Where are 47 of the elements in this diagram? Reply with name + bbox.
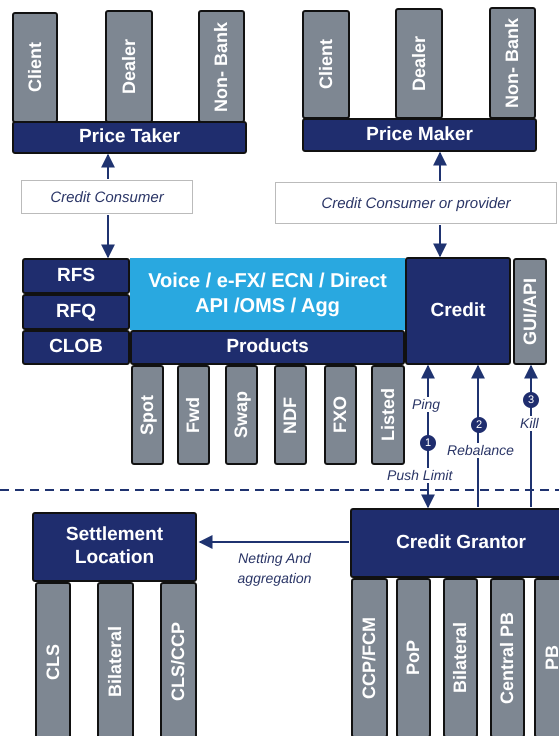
callout-number: 2	[471, 417, 487, 433]
interface-bar: GUI/API	[513, 258, 547, 365]
category-bar: Non- Bank	[198, 10, 245, 123]
line-note: Push Limit	[386, 468, 454, 484]
arrow	[433, 152, 447, 181]
product-bar: Fwd	[177, 365, 210, 465]
channel-box: Voice / e-FX/ ECN / Direct API /OMS / Agg	[130, 258, 405, 330]
venue-box: CLOB	[22, 330, 130, 365]
venue-box: RFS	[22, 258, 130, 294]
category-bar: Client	[12, 12, 58, 123]
line-note: Ping	[411, 397, 442, 412]
line-note: Rebalance	[446, 443, 515, 458]
product-bar: Swap	[225, 365, 258, 465]
grantor-box: Credit Grantor	[350, 508, 559, 578]
arrow	[524, 364, 538, 507]
grantor-bar: CCP/FCM	[351, 578, 388, 736]
product-bar: Spot	[131, 365, 164, 465]
grantor-bar: Bilateral	[443, 578, 478, 736]
category-bar: Dealer	[105, 10, 153, 123]
arrow	[421, 364, 435, 508]
grantor-bar: PB	[534, 578, 559, 736]
product-bar: NDF	[274, 365, 307, 465]
line-note: Kill	[519, 416, 540, 432]
settlement-bar: Bilateral	[97, 582, 134, 736]
grantor-bar: Central PB	[490, 578, 525, 736]
arrow	[198, 535, 349, 549]
venue-box: RFQ	[22, 294, 130, 330]
product-bar: Listed	[371, 365, 405, 465]
category-bar: Client	[302, 10, 350, 119]
category-bar: Non- Bank	[489, 7, 536, 119]
credit-box: Credit	[405, 257, 511, 365]
product-bar: FXO	[324, 365, 357, 465]
note-box: Credit Consumer or provider	[275, 182, 557, 224]
products-bar: Products	[130, 330, 405, 365]
arrow	[433, 225, 447, 258]
category-header-bar: Price Taker	[12, 121, 247, 154]
settlement-bar: CLS	[35, 582, 71, 736]
grantor-bar: PoP	[396, 578, 431, 736]
arrow	[101, 154, 115, 179]
note-box: Credit Consumer	[21, 180, 193, 214]
category-header-bar: Price Maker	[302, 118, 537, 152]
settlement-bar: CLS/CCP	[160, 582, 197, 736]
callout-number: 1	[420, 435, 436, 451]
category-bar: Dealer	[395, 8, 443, 119]
arrow	[101, 215, 115, 258]
callout-number: 3	[523, 392, 539, 408]
settlement-box: Settlement Location	[32, 512, 197, 582]
